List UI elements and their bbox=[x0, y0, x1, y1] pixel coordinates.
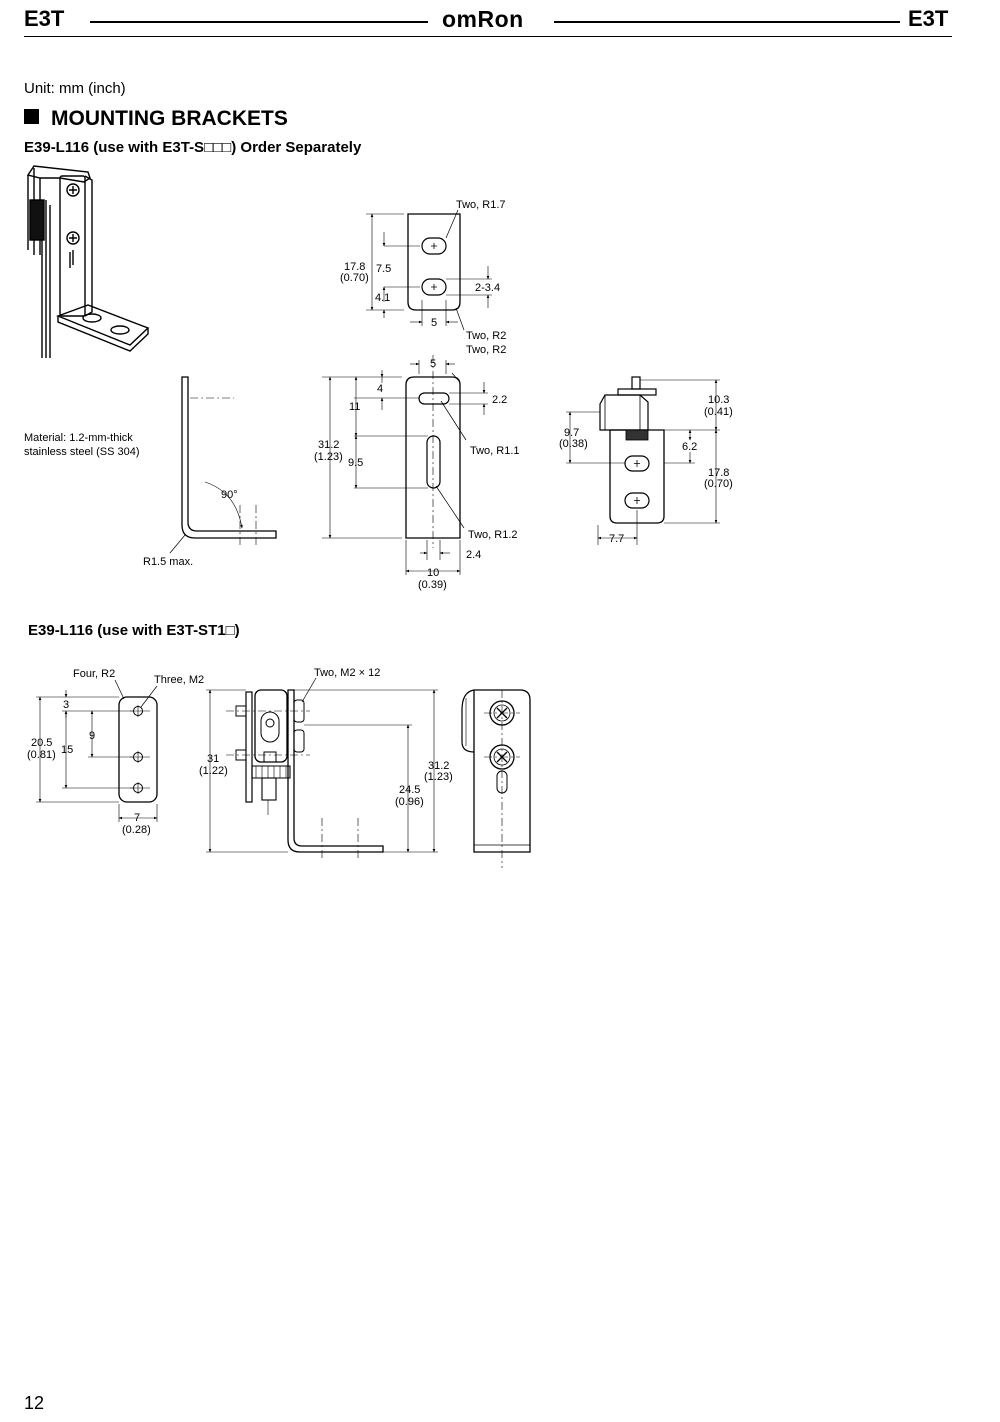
section-title: MOUNTING BRACKETS bbox=[24, 107, 288, 131]
dim-0-38: (0.38) bbox=[559, 438, 588, 450]
dim-10: 10 bbox=[427, 567, 439, 579]
dim-1-23-b2: (1.23) bbox=[424, 771, 453, 783]
bracket1-mounted-view: 10.3 (0.41) 9.7 (0.38) 6.2 17.8 (0.70) 7… bbox=[559, 376, 733, 545]
dim-15: 15 bbox=[61, 744, 73, 756]
dim-0-70-top: (0.70) bbox=[340, 272, 369, 284]
header-product-left: E3T bbox=[24, 6, 65, 31]
bracket2-left-view: Four, R2 Three, M2 3 9 20.5 (0.81) 15 7 … bbox=[27, 668, 204, 836]
bracket2-middle-view: Two, M2 × 12 31 (1.22) 31.2 (1.23) 24.5 … bbox=[199, 667, 453, 860]
dim-17-8-mounted: 17.8 bbox=[708, 467, 729, 479]
label-two-m2-12: Two, M2 × 12 bbox=[314, 667, 380, 679]
dim-31-2-front: 31.2 bbox=[318, 439, 339, 451]
page-number: 12 bbox=[24, 1393, 45, 1413]
dim-r1-5-max: R1.5 max. bbox=[143, 556, 193, 568]
dim-9: 9 bbox=[89, 730, 95, 742]
dim-0-96: (0.96) bbox=[395, 796, 424, 808]
bracket1-title: E39-L116 (use with E3T-S□□□) Order Separ… bbox=[24, 139, 362, 156]
header-line-right bbox=[554, 21, 900, 23]
unit-note: Unit: mm (inch) bbox=[24, 80, 126, 97]
bracket2-right-view bbox=[461, 689, 531, 868]
bracket2-title: E39-L116 (use with E3T-ST1□) bbox=[28, 622, 240, 639]
dim-24-5: 24.5 bbox=[399, 784, 420, 796]
header-product-right: E3T bbox=[908, 6, 949, 31]
dim-4-1: 4.1 bbox=[375, 292, 390, 304]
dim-31: 31 bbox=[207, 753, 219, 765]
dim-two-r1-7: Two, R1.7 bbox=[456, 199, 506, 211]
dim-7: 7 bbox=[134, 812, 140, 824]
section-title-text: MOUNTING BRACKETS bbox=[51, 107, 288, 130]
label-four-r2: Four, R2 bbox=[73, 668, 115, 680]
dim-4: 4 bbox=[377, 383, 383, 395]
header-rule bbox=[24, 36, 952, 37]
material-line1: Material: 1.2-mm-thick bbox=[24, 432, 133, 444]
dim-0-70-mounted: (0.70) bbox=[704, 478, 733, 490]
header-line-left bbox=[90, 21, 428, 23]
dim-17-8-top: 17.8 bbox=[344, 261, 365, 273]
dim-11: 11 bbox=[349, 401, 360, 413]
dim-two-r2-b: Two, R2 bbox=[466, 344, 506, 356]
dim-two-r2-a: Two, R2 bbox=[466, 330, 506, 342]
dim-2-3-4: 2-3.4 bbox=[475, 282, 500, 294]
dim-two-r1-1: Two, R1.1 bbox=[470, 445, 520, 457]
material-line2: stainless steel (SS 304) bbox=[24, 446, 140, 458]
dim-20-5: 20.5 bbox=[31, 737, 52, 749]
dim-0-81: (0.81) bbox=[27, 749, 56, 761]
bracket1-top-view: Two, R1.7 17.8 (0.70) 7.5 4.1 2-3.4 5 Tw… bbox=[340, 199, 506, 342]
dim-5-front: 5 bbox=[430, 358, 436, 370]
dim-31-2-b2: 31.2 bbox=[428, 760, 449, 772]
material-note: Material: 1.2-mm-thick stainless steel (S… bbox=[24, 431, 140, 459]
angle-90: 90° bbox=[221, 489, 238, 501]
dim-2-2: 2.2 bbox=[492, 394, 507, 406]
bracket1-side-view: 90° R1.5 max. bbox=[143, 376, 277, 568]
dim-6-2: 6.2 bbox=[682, 441, 697, 453]
dim-10-3: 10.3 bbox=[708, 394, 729, 406]
brand-logo: omRon bbox=[442, 6, 524, 32]
bracket1-front-view: Two, R2 5 4 2.2 11 31.2 (1.23) 9.5 Two, … bbox=[314, 344, 520, 591]
dim-7-5: 7.5 bbox=[376, 263, 391, 275]
square-bullet-icon bbox=[24, 109, 39, 124]
label-three-m2: Three, M2 bbox=[154, 674, 204, 686]
dim-2-4: 2.4 bbox=[466, 549, 481, 561]
dim-3: 3 bbox=[63, 699, 69, 711]
dim-1-22: (1.22) bbox=[199, 765, 228, 777]
dim-1-23-front: (1.23) bbox=[314, 451, 343, 463]
bracket1-isometric-sketch bbox=[26, 165, 150, 358]
dim-9-5: 9.5 bbox=[348, 457, 363, 469]
dim-0-41: (0.41) bbox=[704, 406, 733, 418]
dim-5-top: 5 bbox=[431, 317, 437, 329]
dim-0-39: (0.39) bbox=[418, 579, 447, 591]
dim-7-7: 7.7 bbox=[609, 533, 624, 545]
dim-two-r1-2: Two, R1.2 bbox=[468, 529, 518, 541]
dim-9-7: 9.7 bbox=[564, 427, 579, 439]
dim-0-28: (0.28) bbox=[122, 824, 151, 836]
